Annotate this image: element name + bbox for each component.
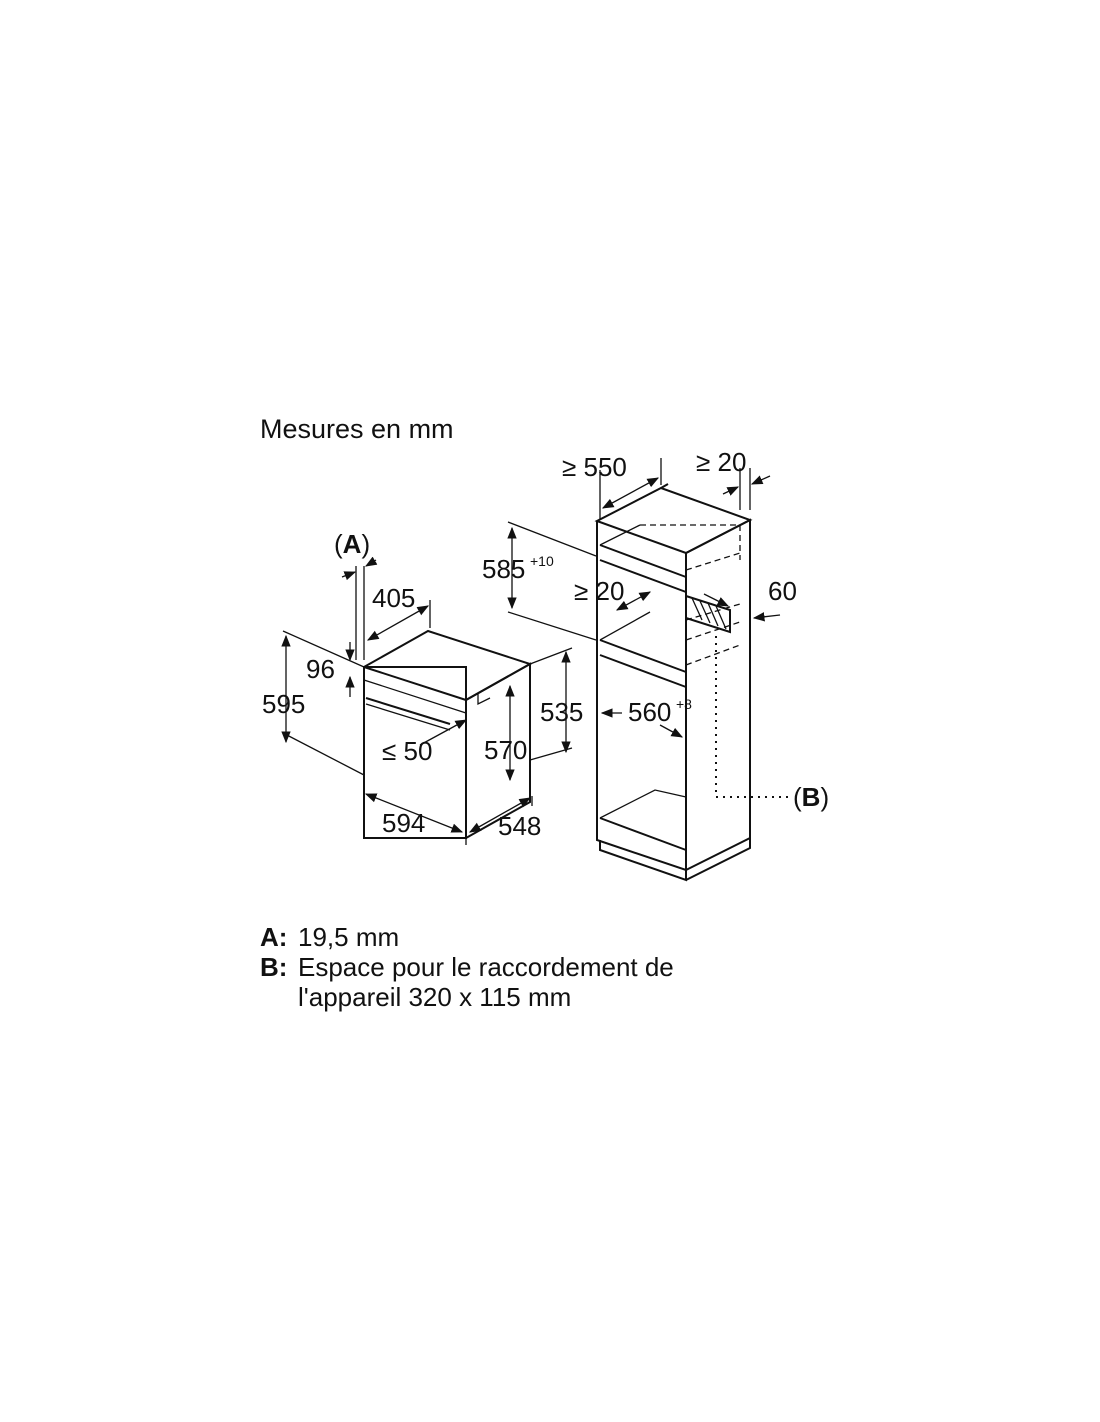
legend-key: A:	[260, 922, 288, 952]
diagram-title: Mesures en mm	[260, 414, 454, 444]
legend-text: l'appareil 320 x 115 mm	[298, 982, 572, 1012]
label-a: (A)	[334, 529, 370, 559]
dim-405: 405	[372, 583, 415, 613]
legend-row-b: B: Espace pour le raccordement de	[260, 952, 674, 982]
dim-585: 585	[482, 554, 525, 584]
dim-570: 570	[484, 735, 527, 765]
dim-594: 594	[382, 808, 425, 838]
cabinet-drawing	[507, 458, 788, 882]
legend-row-b-cont: l'appareil 320 x 115 mm	[260, 982, 674, 1012]
dim-96: 96	[306, 654, 335, 684]
dim-le50: ≤ 50	[382, 736, 432, 766]
label-b: (B)	[793, 782, 829, 812]
dim-ge20-top: ≥ 20	[696, 447, 746, 477]
legend: A: 19,5 mm B: Espace pour le raccordemen…	[260, 922, 674, 1012]
legend-text: Espace pour le raccordement de	[298, 952, 674, 982]
dim-60: 60	[768, 576, 797, 606]
dim-585-tolerance: +10	[530, 553, 554, 569]
cabinet-dimension-lines	[507, 475, 781, 738]
dim-548: 548	[498, 811, 541, 841]
oven-drawing	[282, 566, 573, 845]
legend-row-a: A: 19,5 mm	[260, 922, 674, 952]
dim-535: 535	[540, 697, 583, 727]
dim-560: 560	[628, 697, 671, 727]
oven-dimension-lines	[281, 556, 571, 833]
dim-595: 595	[262, 689, 305, 719]
dim-560-tolerance: +8	[676, 696, 692, 712]
legend-text: 19,5 mm	[298, 922, 400, 952]
legend-key: B:	[260, 952, 288, 982]
dim-ge550: ≥ 550	[562, 452, 627, 482]
legend-key	[260, 982, 298, 1012]
dim-ge20-mid: ≥ 20	[574, 576, 624, 606]
